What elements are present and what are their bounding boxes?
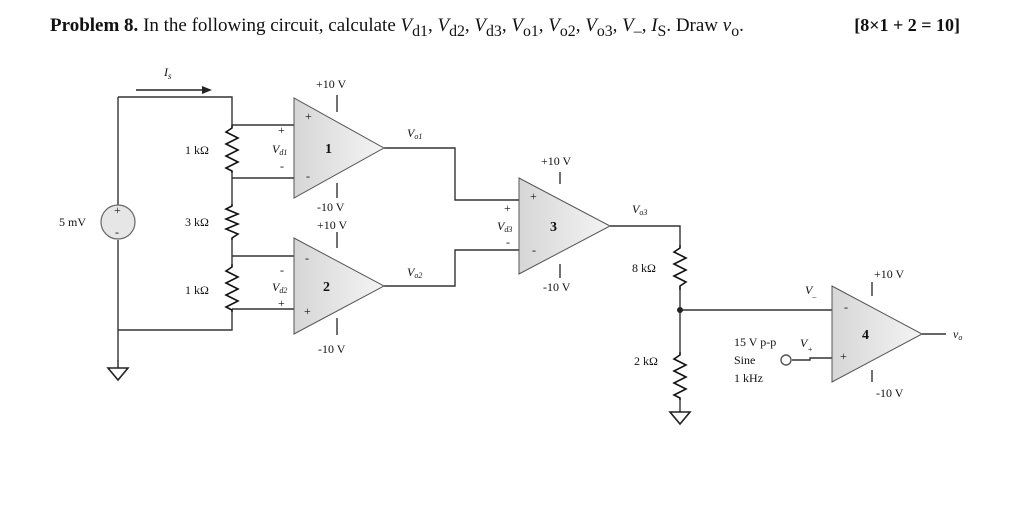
opamp-2-minus: -: [305, 251, 309, 265]
opamp-4-supply-neg: -10 V: [876, 386, 904, 400]
opamp-1-minus: -: [306, 169, 310, 183]
source-minus-sign: -: [115, 225, 119, 239]
var-vo3-sub: o3: [596, 22, 613, 40]
opamp-4-plus: +: [840, 349, 847, 363]
junction-dot: [677, 307, 683, 313]
opamp-1-label: 1: [325, 142, 332, 157]
vplus-label: V+: [800, 336, 813, 354]
vminus-label: V_: [805, 283, 817, 299]
resistor-r2: [223, 204, 241, 240]
opamp-3-minus: -: [532, 243, 536, 257]
problem-header: Problem 8. In the following circuit, cal…: [50, 15, 960, 45]
resistor-r4: [672, 245, 688, 290]
wires: [117, 95, 946, 410]
current-label: Is: [163, 65, 172, 81]
resistor-r3: [224, 264, 240, 312]
var-is: I: [651, 15, 658, 36]
var-vminus-sub: –: [633, 22, 642, 40]
var-vd2-sub: d2: [449, 22, 465, 40]
opamp-1-triangle: [293, 97, 386, 199]
var-is-sub: S: [657, 22, 667, 40]
source-value-label: 5 mV: [59, 215, 86, 229]
sine-frequency-label: 1 kHz: [734, 371, 763, 385]
ground-icon: [106, 360, 130, 382]
var-vd3-sub: d3: [486, 22, 502, 40]
problem-label: Problem 8.: [50, 15, 139, 36]
opamp-4-triangle: [831, 285, 924, 383]
opamp-3-triangle: [518, 177, 612, 275]
var-vd3: V: [474, 15, 487, 36]
vd3-plus: +: [504, 201, 511, 215]
opamp-1-plus: +: [305, 109, 312, 123]
opamp-1-supply-neg: -10 V: [317, 200, 345, 214]
opamp-1-supply-pos: +10 V: [316, 77, 347, 91]
ground-icon: [668, 410, 692, 426]
var-vo2-sub: o2: [559, 22, 576, 40]
draw-text: Draw: [675, 15, 719, 36]
vo1-label: Vo1: [407, 126, 422, 141]
var-vo1: V: [511, 15, 523, 36]
vo2-label: Vo2: [407, 265, 422, 280]
opamp-2-supply-pos: +10 V: [317, 218, 348, 232]
opamp-2-triangle: [293, 237, 386, 335]
resistor-r3-label: 1 kΩ: [185, 283, 209, 297]
dc-voltage-source: + -: [100, 203, 136, 240]
opamp-4-supply-pos: +10 V: [874, 267, 905, 281]
opamp-2-plus: +: [304, 304, 311, 318]
resistor-r1-label: 1 kΩ: [185, 143, 209, 157]
resistor-r2-label: 3 kΩ: [185, 215, 209, 229]
resistor-r5: [672, 352, 688, 400]
vo-output-label: vo: [953, 327, 962, 342]
opamp-2-supply-neg: -10 V: [318, 342, 346, 356]
source-plus-sign: +: [114, 203, 121, 217]
draw-var-sub: o: [731, 22, 740, 40]
current-arrow: Is: [136, 65, 212, 94]
opamp-4-label: 4: [862, 328, 869, 343]
opamp-3-plus: +: [530, 189, 537, 203]
vd2-plus: +: [278, 296, 285, 310]
var-vd1: V: [400, 15, 413, 36]
vd1-plus: +: [278, 123, 285, 137]
resistor-r4-label: 8 kΩ: [632, 261, 656, 275]
var-vminus: V: [622, 15, 634, 36]
draw-var: v: [722, 15, 732, 36]
opamp-3-label: 3: [550, 220, 557, 235]
vd2-label: Vd2: [272, 280, 287, 295]
opamp-3-supply-neg: -10 V: [543, 280, 571, 294]
vd1-label: Vd1: [272, 142, 287, 157]
vo3-label: Vo3: [632, 202, 647, 217]
opamp-3-supply-pos: +10 V: [541, 154, 572, 168]
var-vd2: V: [437, 15, 450, 36]
vd3-minus: -: [506, 235, 510, 249]
resistor-r5-label: 2 kΩ: [634, 354, 658, 368]
var-vo3: V: [585, 15, 597, 36]
problem-body: In the following circuit, calculate: [143, 15, 396, 36]
score-label: [8×1 + 2 = 10]: [854, 15, 960, 35]
vd2-minus: -: [280, 263, 284, 277]
var-vd1-sub: d1: [412, 22, 428, 40]
resistor-r1: [224, 125, 240, 173]
sine-amplitude-label: 15 V p-p: [734, 335, 776, 349]
opamp-2-label: 2: [323, 280, 330, 295]
sine-source-icon: [780, 354, 792, 366]
problem-statement: Problem 8. In the following circuit, cal…: [50, 15, 744, 40]
vd3-label: Vd3: [497, 219, 512, 234]
var-vo2: V: [548, 15, 560, 36]
opamp-4-minus: -: [844, 300, 848, 314]
var-vo1-sub: o1: [522, 22, 539, 40]
vd1-minus: -: [280, 159, 284, 173]
sine-type-label: Sine: [734, 353, 755, 367]
